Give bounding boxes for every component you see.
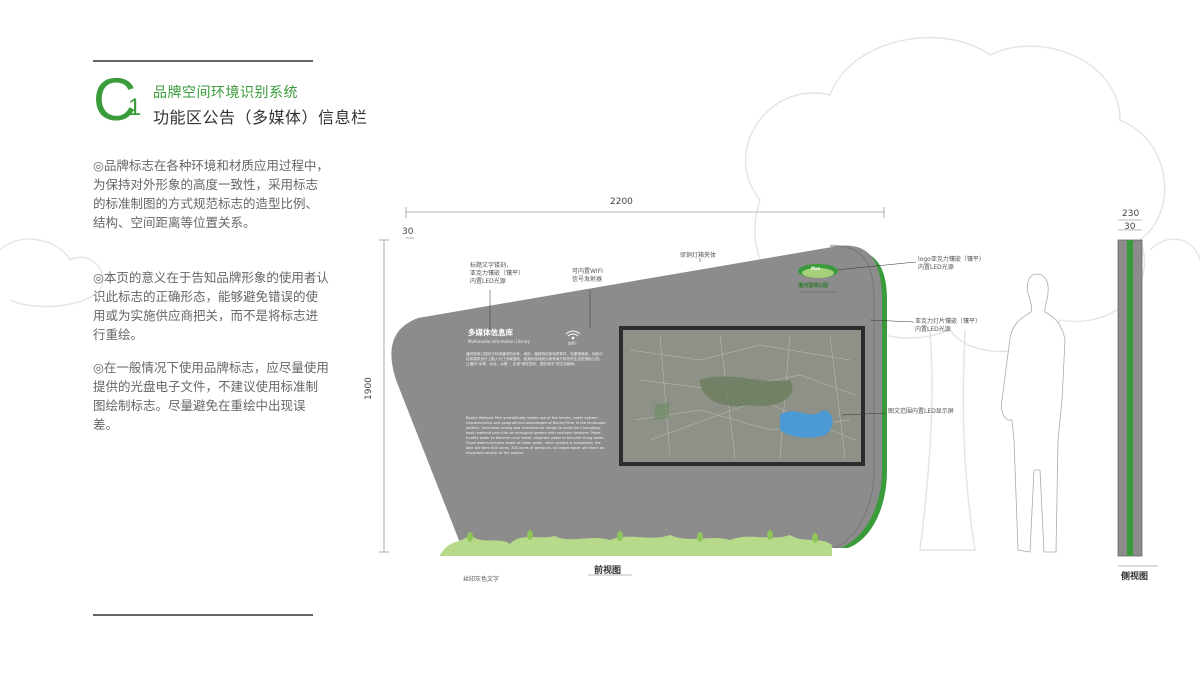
paragraph-2: ◎本页的意义在于告知品牌形象的使用者认识此标志的正确形态，能够避免错误的使用或为… [93,270,329,342]
callout-screen: 图文范围内置LED显示屏 [888,408,954,415]
side-view-label: 侧视图 [1121,572,1149,582]
section-title: 品牌空间环境识别系统 [153,85,298,101]
side-view-sign [1117,239,1158,567]
callout-lines [489,258,917,416]
callout-brush: 驳铜灯箱夹体 [680,252,717,259]
dimension-side-inner: 30 [1124,222,1136,232]
wifi-label: WIFI [568,341,577,346]
logo-name-cn: 潘河湿地公园 [798,283,829,289]
callout-logo: logo亚克力镶嵌（镶平） 内置LED光源 [918,256,985,271]
grass [440,534,832,556]
callout-acrylic: 亚克力灯片镶嵌（镶平） 内置LED光源 [915,318,982,333]
dimension-height: 1900 [364,377,374,400]
section-number: 1 [128,94,142,121]
callout-title-text: 标题文字镂刻， 亚克力镶嵌（镶平） 内置LED光源 [470,262,525,285]
panel-body-en: Banhe Wetland Park scientifically makes … [466,416,606,455]
paragraph-3: ◎在一般情况下使用品牌标志，应尽量使用提供的光盘电子文件，不建议使用标准制图绘制… [93,360,329,432]
grass-sprouts [467,530,818,543]
logo-name-en: Jian Banhe Wetland Park [801,290,838,294]
dimension-left-offset: 30 [402,227,414,237]
callout-wifi: 可内置WIFI 信号发射器 [572,268,603,283]
front-view-label: 前视图 [594,566,622,576]
logo-mark-text: Man [811,266,821,271]
wifi-icon [565,330,581,340]
park-logo-mark [798,264,838,278]
dimension-width: 2200 [610,197,633,207]
dimension-side-width: 230 [1122,209,1140,219]
top-rule [93,60,313,62]
front-view-sign [391,245,887,549]
section-letter: C [93,66,137,133]
callout-silk: 丝印灰色文字 [463,576,500,583]
dimension-lines [379,207,1142,553]
section-subtitle: 功能区公告（多媒体）信息栏 [153,108,368,127]
human-silhouette [1001,273,1066,553]
panel-title: 多媒体信息库 [468,328,513,337]
paragraph-1: ◎品牌标志在各种环境和材质应用过程中，为保持对外形象的高度一致性，采用标志的标准… [93,158,329,230]
bottom-rule [93,614,313,616]
panel-subtitle: Multimedia Information Library [468,339,530,344]
panel-body-cn: 潘河湿地公园充分利用潘河的水系、地形、植被特征和地质条件，在景观格局、功能分区和… [466,352,603,366]
